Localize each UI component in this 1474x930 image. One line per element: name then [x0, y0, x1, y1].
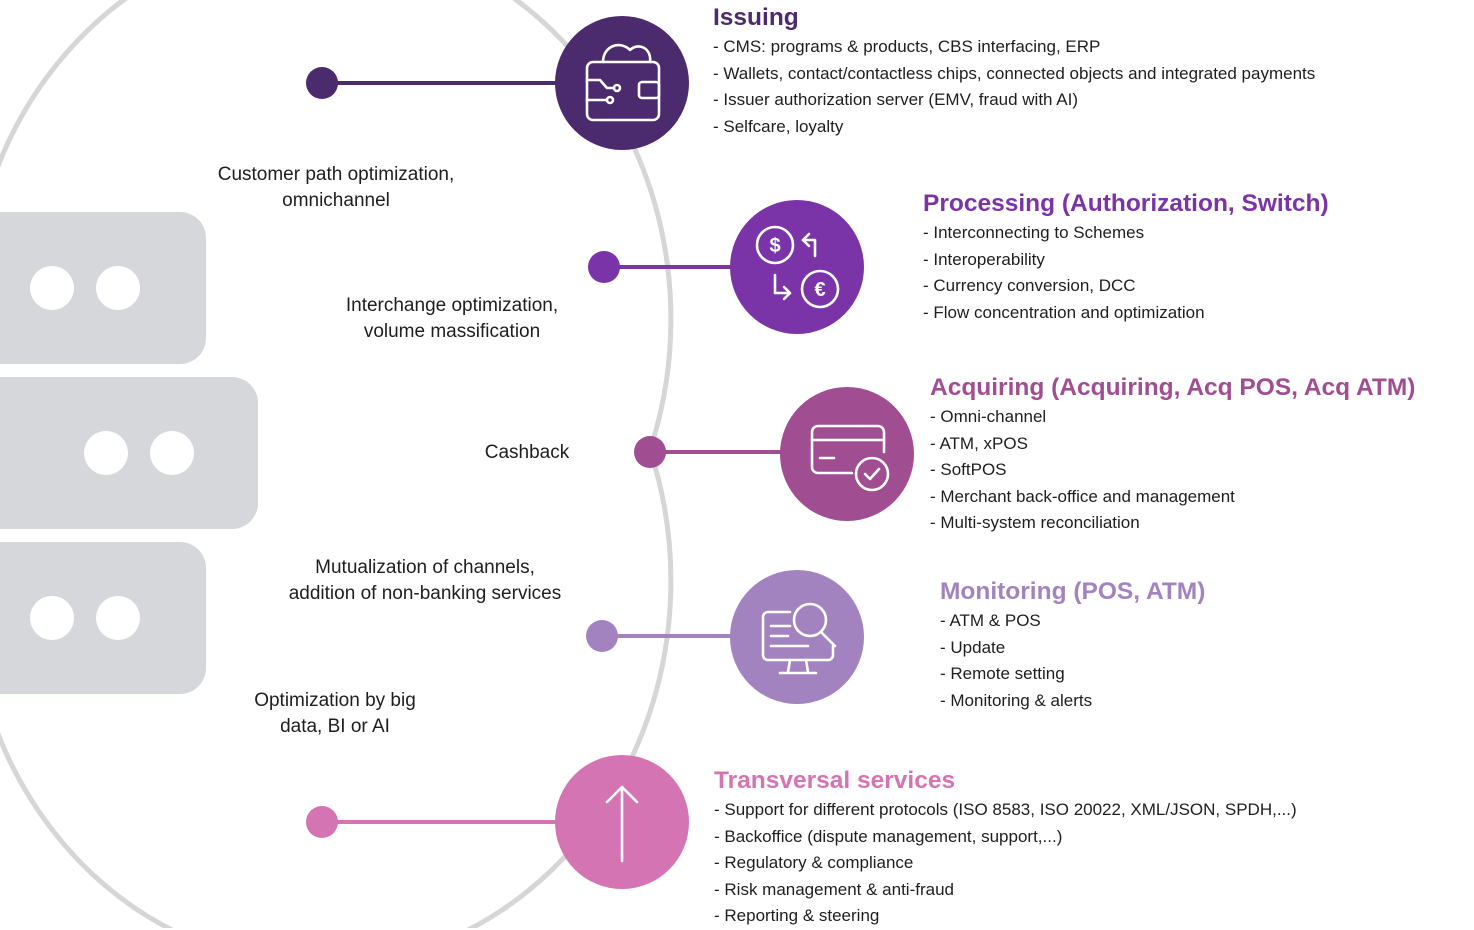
- list-item: - Risk management & anti-fraud: [714, 879, 954, 899]
- list-item: - ATM & POS: [940, 611, 1041, 630]
- list-item: - Reporting & steering: [714, 906, 880, 926]
- label-mutualization: Mutualization of channels, addition of n…: [288, 557, 562, 604]
- section-title: Monitoring (POS, ATM): [940, 578, 1206, 605]
- list-item: - Merchant back-office and management: [930, 486, 1235, 506]
- list-item: - Backoffice (dispute management, suppor…: [714, 826, 1063, 846]
- svg-text:$: $: [769, 235, 780, 257]
- monitor-search-icon: [730, 570, 864, 704]
- section-items: - Omni-channel - ATM, xPOS - SoftPOS - M…: [930, 404, 1415, 537]
- list-item: - Update: [940, 637, 1006, 657]
- section-acquiring: Acquiring (Acquiring, Acq POS, Acq ATM) …: [930, 374, 1415, 537]
- section-title: Processing (Authorization, Switch): [923, 190, 1329, 217]
- list-item: - Multi-system reconciliation: [930, 513, 1140, 533]
- connector-issuing: [306, 67, 560, 99]
- list-item: - Support for different protocols (ISO 8…: [714, 800, 1297, 819]
- list-item: - Interoperability: [923, 249, 1045, 269]
- section-transversal: Transversal services - Support for diffe…: [714, 767, 1297, 930]
- section-title: Acquiring (Acquiring, Acq POS, Acq ATM): [930, 374, 1416, 401]
- list-item: - Currency conversion, DCC: [923, 276, 1136, 296]
- list-item: - Regulatory & compliance: [714, 853, 914, 873]
- section-issuing: Issuing - CMS: programs & products, CBS …: [713, 4, 1315, 140]
- connector-processing: [588, 251, 735, 283]
- list-item: - Omni-channel: [930, 407, 1047, 426]
- connector-transversal: [306, 806, 560, 838]
- list-item: - Issuer authorization server (EMV, frau…: [713, 90, 1079, 110]
- section-items: - Support for different protocols (ISO 8…: [714, 797, 1297, 930]
- section-title: Issuing: [713, 4, 799, 31]
- section-monitoring: Monitoring (POS, ATM) - ATM & POS - Upda…: [940, 578, 1205, 714]
- list-item: - SoftPOS: [930, 460, 1007, 480]
- list-item: - Flow concentration and optimization: [923, 302, 1205, 322]
- list-item: - Remote setting: [940, 664, 1065, 684]
- connector-acquiring: [634, 436, 785, 468]
- currency-exchange-icon: $ €: [730, 200, 864, 334]
- section-title: Transversal services: [714, 767, 956, 794]
- label-cashback: Cashback: [484, 442, 570, 463]
- list-item: - ATM, xPOS: [930, 433, 1028, 453]
- section-items: - CMS: programs & products, CBS interfac…: [713, 34, 1315, 140]
- label-interchange: Interchange optimization, volume massifi…: [345, 295, 559, 342]
- server-stack-icon: [0, 212, 258, 694]
- label-optimization: Optimization by big data, BI or AI: [254, 690, 416, 737]
- list-item: - Selfcare, loyalty: [713, 116, 844, 136]
- list-item: - Monitoring & alerts: [940, 690, 1093, 710]
- list-item: - CMS: programs & products, CBS interfac…: [713, 37, 1101, 56]
- list-item: - Wallets, contact/contactless chips, co…: [713, 63, 1316, 83]
- wallet-circuit-icon: [555, 16, 689, 150]
- svg-text:€: €: [814, 279, 825, 301]
- section-items: - ATM & POS - Update - Remote setting - …: [940, 608, 1205, 714]
- card-check-icon: [780, 387, 914, 521]
- list-item: - Interconnecting to Schemes: [923, 223, 1145, 242]
- connector-monitoring: [586, 620, 735, 652]
- label-customer-path: Customer path optimization, omnichannel: [217, 164, 455, 211]
- arrow-up-icon: [555, 755, 689, 889]
- section-processing: Processing (Authorization, Switch) - Int…: [923, 190, 1329, 326]
- section-items: - Interconnecting to Schemes - Interoper…: [923, 220, 1329, 326]
